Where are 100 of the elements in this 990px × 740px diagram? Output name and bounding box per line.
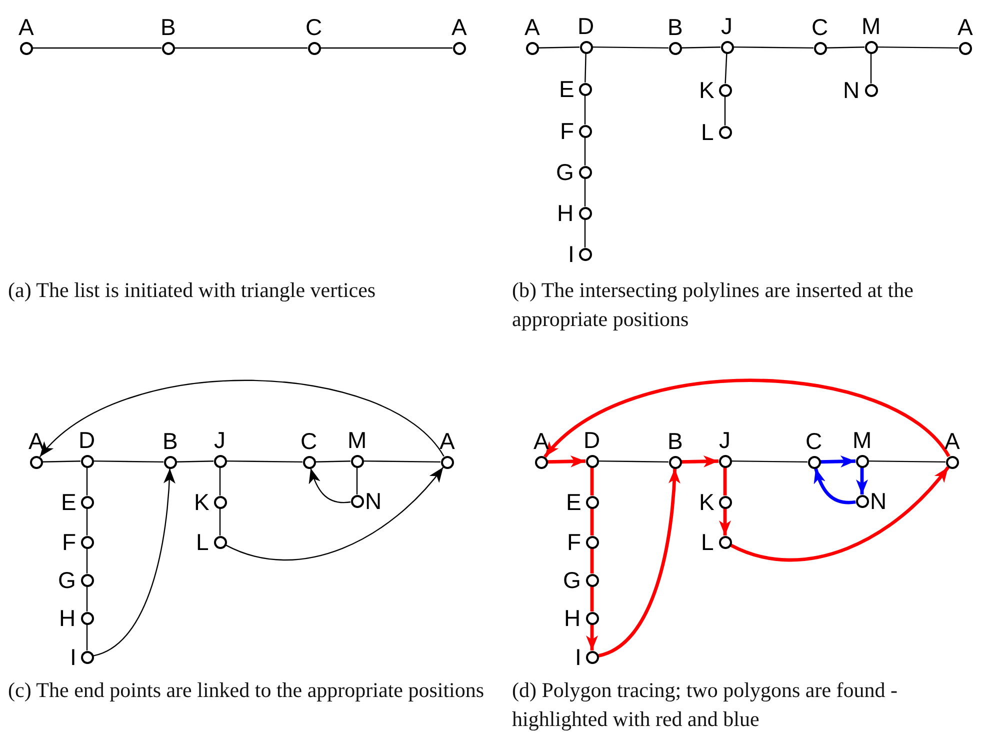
connector-line [176,460,214,462]
vertex-circle [586,536,598,548]
vertex-label: A [944,430,960,453]
vertex-label: C [306,16,322,39]
connector-line [86,468,88,496]
vertex-label: D [584,429,600,452]
connector-line [32,47,162,49]
connector-line [868,460,946,463]
vertex-label: J [719,429,730,452]
vertex-label: G [563,568,581,592]
vertex-label: D [78,429,96,452]
connector-line [86,508,88,536]
connector-line [826,46,865,48]
vertex-circle [164,456,176,468]
vertex-label: A [28,430,44,453]
vertex-circle [578,248,592,260]
vertex-label: M [852,429,872,452]
connector-line [590,548,594,574]
vertex-label: F [560,120,574,142]
vertex-label: M [862,15,881,38]
vertex-circle [718,126,732,138]
arrow [225,466,444,561]
vertex-circle [578,124,592,138]
vertex-circle [80,574,94,586]
vertex-circle [586,612,598,624]
vertex-circle [718,496,732,508]
vertex-label: F [567,530,582,554]
vertex-label: M [348,429,367,452]
vertex-circle [526,42,538,54]
arrow [39,380,444,458]
connector-line [356,468,358,494]
arrow [598,468,680,658]
vertex-label: F [62,530,76,554]
vertex-label: I [70,646,76,668]
vertex-label: A [18,16,34,39]
vertex-label: E [559,78,574,100]
vertex-circle [214,536,226,548]
vertex-circle [452,42,466,54]
connector-line [724,96,726,126]
connector-line [364,460,440,463]
vertex-circle [302,456,316,468]
vertex-circle [308,42,320,54]
vertex-circle [668,42,682,54]
connector-line [226,460,302,463]
vertex-circle [668,456,682,468]
vertex-label: B [668,16,683,39]
vertex-circle [20,42,32,54]
vertex-label: L [701,120,714,144]
arrow [93,468,176,656]
connector-line [590,586,594,612]
vertex-circle [586,454,598,468]
vertex-label: A [452,16,467,39]
vertex-label: H [59,606,76,630]
vertex-circle [586,496,598,508]
connector-line [732,460,808,463]
arrow [814,468,856,504]
vertex-label: I [568,242,574,266]
arrow [586,624,598,650]
vertex-label: B [160,16,176,39]
vertex-circle [214,454,226,468]
vertex-circle [580,40,592,54]
connector-line [723,468,727,496]
vertex-circle [856,454,868,468]
vertex-label: C [806,430,822,453]
vertex-label: K [699,490,714,514]
connector-line [878,46,958,49]
vertex-label: K [194,490,210,514]
vertex-circle [586,574,598,586]
connector-line [315,460,351,462]
vertex-label: I [575,646,582,668]
connector-line [320,47,452,49]
vertex-circle [578,206,592,220]
vertex-label: L [196,530,209,554]
vertex-label: J [721,15,732,38]
connector-line [86,624,88,650]
vertex-circle [534,456,548,468]
connector-line [94,460,164,463]
vertex-label: J [214,429,226,452]
arrow [719,508,731,536]
connector-line [590,508,594,536]
arrow [681,455,719,468]
vertex-label: B [668,430,683,453]
vertex-circle [958,42,972,54]
vertex-circle [946,456,958,468]
vertex-label: L [701,530,714,554]
vertex-circle [214,496,226,508]
vertex-label: H [557,202,574,224]
vertex-label: A [958,16,973,39]
caption: (d) Polygon tracing; two polygons are found - highlighted with red and blue [512,677,899,734]
vertex-circle [350,454,364,468]
vertex-circle [718,536,732,548]
connector-line [592,46,668,49]
vertex-label: H [564,606,581,630]
vertex-label: A [440,430,455,453]
vertex-circle [586,650,598,664]
vertex-circle [856,494,868,508]
connector-line [681,46,721,48]
vertex-circle [80,612,94,624]
connector-line [584,178,586,206]
vertex-label: N [843,78,860,102]
